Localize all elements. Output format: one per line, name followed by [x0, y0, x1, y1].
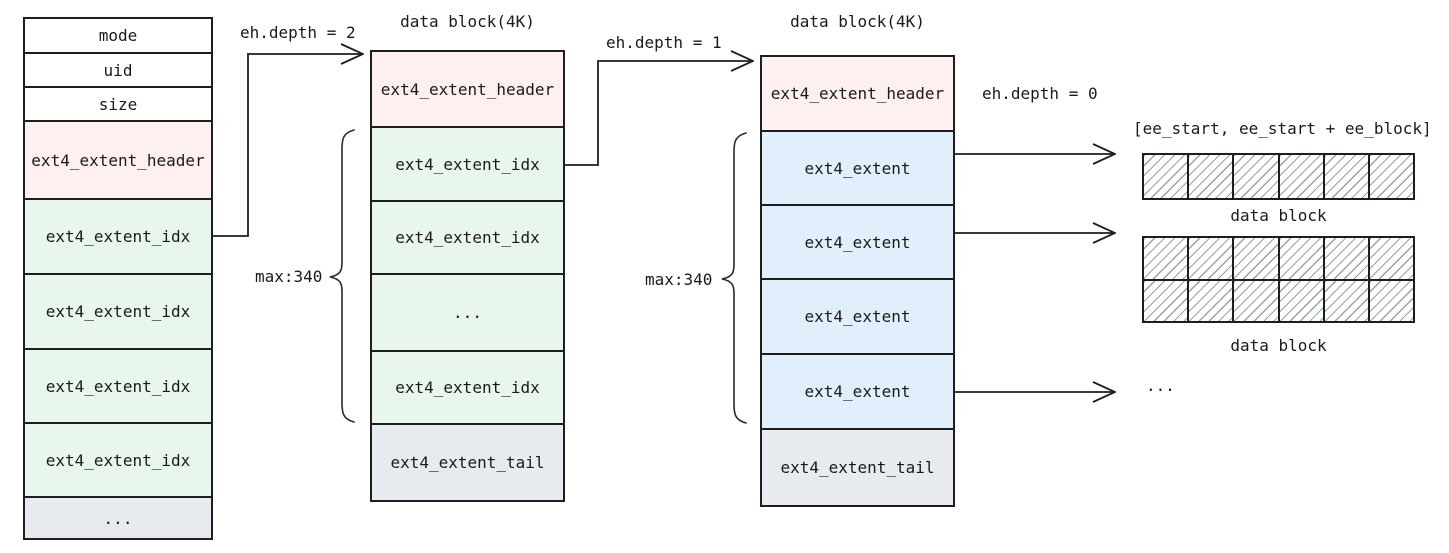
level1-row-extent-header: ext4_extent_header — [762, 57, 953, 132]
inode-row-mode: mode — [25, 19, 211, 54]
inode-row-label: ext4_extent_idx — [45, 450, 191, 470]
data-block-cell — [1369, 155, 1413, 198]
level1-row-extent-2: ext4_extent — [762, 206, 953, 280]
eh-depth-0-label: eh.depth = 0 — [982, 84, 1098, 103]
level2-row-label: ext4_extent_idx — [395, 228, 540, 247]
data-block-2 — [1142, 236, 1415, 323]
level1-row-extent-tail: ext4_extent_tail — [762, 430, 953, 505]
inode-row-uid: uid — [25, 54, 211, 88]
inode-row-extent-idx-1: ext4_extent_idx — [25, 200, 211, 275]
inode-structure: mode uid size ext4_extent_header ext4_ex… — [23, 17, 213, 540]
data-block-cell — [1324, 280, 1368, 321]
data-block-1-caption: data block — [1230, 206, 1327, 225]
level1-row-label: ext4_extent_header — [770, 84, 945, 103]
data-block-cell — [1144, 155, 1188, 198]
data-block-cell — [1279, 155, 1323, 198]
level1-row-label: ext4_extent — [804, 307, 911, 326]
level2-row-label: ext4_extent_idx — [395, 154, 540, 174]
arrow-depth1 — [565, 61, 752, 166]
level2-row-label: ... — [453, 303, 482, 322]
data-block-2-caption: data block — [1230, 336, 1327, 355]
inode-row-extent-idx-2: ext4_extent_idx — [25, 275, 211, 350]
level2-extent-block: ext4_extent_header ext4_extent_idx ext4_… — [370, 50, 565, 502]
level1-row-extent-1: ext4_extent — [762, 132, 953, 206]
level2-row-label: ext4_extent_tail — [390, 453, 545, 472]
data-block-cell — [1189, 280, 1233, 321]
data-block-cell — [1189, 155, 1233, 198]
data-block-cell — [1279, 280, 1323, 321]
inode-row-extent-idx-3: ext4_extent_idx — [25, 350, 211, 424]
inode-row-ellipsis: ... — [25, 498, 211, 538]
level2-row-label: ext4_extent_header — [380, 79, 555, 99]
data-block-cell — [1234, 238, 1278, 279]
inode-row-label: ... — [103, 508, 133, 528]
data-block-cell — [1324, 238, 1368, 279]
inode-row-label: ext4_extent_idx — [45, 227, 191, 246]
inode-row-size: size — [25, 88, 211, 122]
level2-row-extent-idx-3: ext4_extent_idx — [372, 352, 563, 425]
inode-row-label: ext4_extent_header — [31, 150, 205, 170]
level1-row-label: ext4_extent — [804, 158, 911, 178]
data-block-1 — [1142, 153, 1415, 200]
inode-row-label: uid — [103, 60, 133, 80]
level2-row-extent-idx-1: ext4_extent_idx — [372, 128, 563, 202]
data-block-cell — [1234, 280, 1278, 321]
data-block-cell — [1369, 238, 1413, 279]
extent-range-label: [ee_start, ee_start + ee_block] — [1133, 119, 1432, 138]
level1-row-extent-3: ext4_extent — [762, 280, 953, 355]
level2-max-entries-label: max:340 — [255, 267, 323, 286]
brace-level1 — [721, 132, 747, 424]
level2-row-extent-tail: ext4_extent_tail — [372, 425, 563, 500]
level1-row-label: ext4_extent_tail — [780, 458, 935, 477]
level2-row-ellipsis: ... — [372, 275, 563, 352]
eh-depth-2-label: eh.depth = 2 — [240, 23, 356, 42]
inode-row-label: ext4_extent_idx — [45, 376, 191, 396]
data-block-cell — [1144, 238, 1188, 279]
level2-row-extent-header: ext4_extent_header — [372, 52, 563, 128]
more-data-blocks-ellipsis: ... — [1146, 376, 1175, 395]
level1-block-title: data block(4K) — [790, 12, 925, 31]
eh-depth-1-label: eh.depth = 1 — [606, 33, 722, 52]
inode-row-label: size — [98, 94, 138, 114]
data-block-cell — [1369, 280, 1413, 321]
data-block-cell — [1324, 155, 1368, 198]
arrow-depth2 — [213, 54, 362, 237]
data-block-cell — [1279, 238, 1323, 279]
level2-block-title: data block(4K) — [400, 12, 535, 31]
inode-row-extent-header: ext4_extent_header — [25, 122, 211, 200]
data-block-cell — [1189, 238, 1233, 279]
inode-row-label: mode — [98, 26, 138, 45]
level2-row-extent-idx-2: ext4_extent_idx — [372, 202, 563, 275]
level1-row-label: ext4_extent — [804, 382, 911, 401]
inode-row-label: ext4_extent_idx — [45, 302, 191, 321]
level1-row-extent-4: ext4_extent — [762, 355, 953, 430]
brace-level2 — [329, 129, 355, 423]
data-block-cell — [1144, 280, 1188, 321]
level1-extent-block: ext4_extent_header ext4_extent ext4_exte… — [760, 55, 955, 507]
data-block-cell — [1234, 155, 1278, 198]
inode-row-extent-idx-4: ext4_extent_idx — [25, 424, 211, 498]
level1-max-entries-label: max:340 — [645, 270, 713, 289]
level1-row-label: ext4_extent — [804, 232, 911, 252]
level2-row-label: ext4_extent_idx — [395, 378, 540, 397]
